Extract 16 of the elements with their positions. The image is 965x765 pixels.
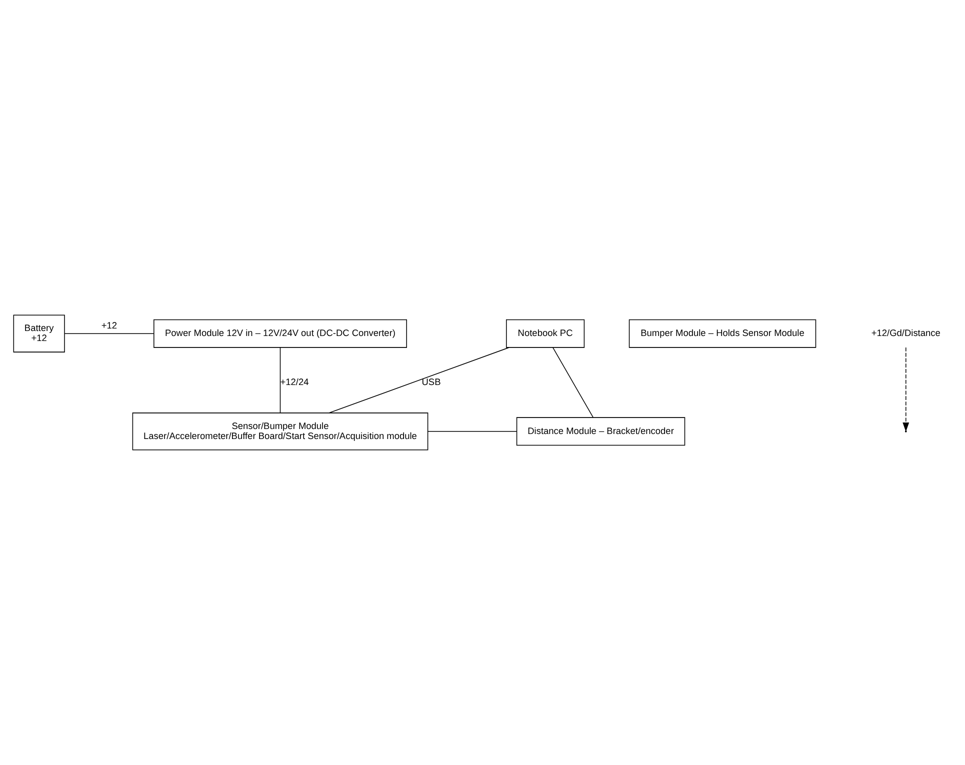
node-box: Bumper Module – Holds Sensor Module (628, 319, 816, 348)
node-box: Sensor/Bumper Module Laser/Accelerometer/Buffer Board/Start Sensor/Acquisition module (132, 412, 428, 450)
connector (328, 347, 510, 414)
connector (552, 347, 594, 418)
arrow (902, 347, 910, 432)
node-box: Notebook PC (506, 319, 585, 348)
edge-label: +12 (101, 320, 118, 331)
edge-label: USB (422, 376, 441, 387)
node-box: Battery +12 (13, 314, 65, 352)
connector (280, 347, 281, 414)
node-box: Distance Module – Bracket/encoder (516, 417, 686, 446)
edge-label: +12/24 (280, 376, 309, 387)
node-box: Power Module 12V in – 12V/24V out (DC-DC Converter) (154, 319, 407, 348)
connector (64, 333, 154, 334)
connector (428, 431, 518, 432)
node-text: +12/Gd/Distance (871, 328, 940, 338)
